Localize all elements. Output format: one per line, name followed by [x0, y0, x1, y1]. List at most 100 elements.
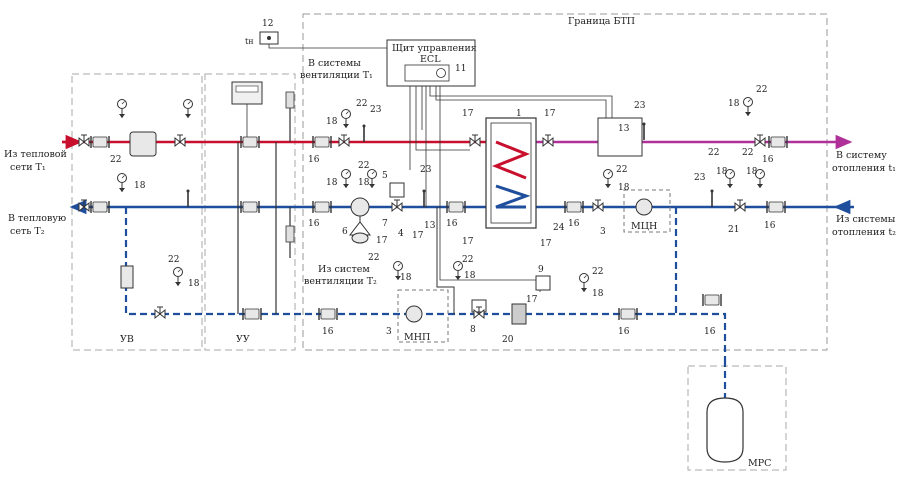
label-3-mcn: 3	[600, 227, 606, 237]
label-18-mcn: 18	[618, 183, 630, 193]
label-17-b: 17	[412, 231, 424, 241]
label-16-d: 16	[568, 219, 580, 229]
label-16-e: 16	[762, 155, 774, 165]
control-panel-label: Щит управления	[392, 43, 477, 54]
flange-bottom-16c	[702, 293, 722, 307]
label-22-g: 22	[462, 255, 473, 265]
label-22-c: 22	[756, 85, 767, 95]
flange-supply-uu	[240, 135, 260, 149]
gauge-18-supply	[341, 109, 351, 129]
label-18-g: 18	[400, 273, 412, 283]
valve-heating-out	[754, 134, 766, 147]
to-network-label-2: сеть T₂	[10, 226, 45, 237]
gauge-bottom	[579, 273, 589, 293]
label-17-g: 17	[526, 295, 538, 305]
mrs-boundary	[687, 365, 787, 471]
label-22-d: 22	[708, 148, 719, 158]
mnp-branch	[436, 207, 455, 314]
valve-17-b	[542, 134, 554, 147]
label-18-h: 18	[464, 271, 476, 281]
label-18-i: 18	[592, 289, 604, 299]
label-24: 24	[553, 223, 565, 233]
gauge-18-return	[341, 169, 351, 189]
thermometer-23-heating	[709, 188, 715, 208]
mcn-box	[623, 189, 671, 233]
label-22-f: 22	[368, 253, 379, 263]
flange-return-16	[312, 200, 332, 214]
label-16-f: 16	[764, 221, 776, 231]
label-18-e: 18	[716, 167, 728, 177]
uu-boundary	[204, 73, 296, 351]
flange-return-16d	[766, 200, 786, 214]
flange-supply-1	[90, 135, 110, 149]
label-22-b: 22	[358, 161, 369, 171]
label-4: 4	[398, 229, 404, 239]
gauge-makeup	[173, 267, 183, 287]
label-17-d: 17	[462, 109, 474, 119]
uv-label: УВ	[120, 334, 134, 345]
ecl-dial-icon	[436, 68, 446, 78]
flange-supply-16	[312, 135, 332, 149]
valve-makeup	[154, 306, 166, 319]
mrs-label: МРС	[748, 458, 771, 469]
pressure-regulator	[350, 197, 370, 217]
flange-return-uu	[240, 200, 260, 214]
control-wire-1	[409, 86, 613, 170]
control-panel-ecl: ECL	[420, 54, 441, 65]
label-22-h: 22	[592, 267, 603, 277]
mud-collector-return	[120, 265, 134, 289]
btp-boundary	[302, 13, 828, 351]
label-22-mcn: 22	[616, 165, 627, 175]
label-22-uv: 22	[110, 155, 121, 165]
sensor-wire	[268, 44, 387, 49]
to-network-label-1: В тепловую	[8, 213, 66, 224]
flange-return-16b	[446, 200, 466, 214]
valve-supply-strainer	[174, 134, 186, 147]
label-23-b: 23	[420, 165, 432, 175]
thermometer-23-right	[641, 121, 647, 141]
label-23-a: 23	[370, 105, 382, 115]
mud-collector-supply	[129, 131, 157, 157]
label-7: 7	[382, 219, 388, 229]
valve-17-a	[469, 134, 481, 147]
outdoor-sensor-label: tн	[245, 37, 254, 46]
mnp-label: МНП	[404, 332, 430, 343]
label-18-f: 18	[746, 167, 758, 177]
valve-supply-18	[338, 134, 350, 147]
gauge-uv-return	[117, 173, 127, 193]
ecl-controller	[404, 64, 450, 82]
device-9	[535, 275, 551, 291]
label-16-g: 16	[322, 327, 334, 337]
uu-label: УУ	[236, 334, 250, 345]
control-valve	[391, 199, 403, 212]
label-12: 12	[262, 19, 273, 29]
exchanger-coil-hot	[491, 140, 531, 180]
flange-heating-out	[768, 135, 788, 149]
label-17-f: 17	[540, 239, 552, 249]
gauge-mcn	[603, 169, 613, 189]
from-network-label-2: сети T₁	[10, 162, 46, 173]
label-22-e: 22	[742, 148, 753, 158]
label-17-e: 17	[544, 109, 556, 119]
gauge-heating-out	[743, 97, 753, 117]
heat-meter	[231, 81, 263, 105]
label-22-a: 22	[356, 99, 367, 109]
to-vent-label-1: В системы	[308, 58, 361, 69]
label-18-uv: 18	[134, 181, 146, 191]
btp-boundary-label: Граница БТП	[568, 16, 635, 27]
label-18-a: 18	[326, 117, 338, 127]
flange-bottom-uu	[242, 307, 262, 321]
label-22-uv2: 22	[168, 255, 179, 265]
valve-return-out	[78, 199, 90, 212]
label-16-h: 16	[618, 327, 630, 337]
label-17-c: 17	[462, 237, 474, 247]
valve-21	[734, 199, 746, 212]
label-18-uv2: 18	[188, 279, 200, 289]
from-vent-label-2: вентиляции T₂	[304, 276, 377, 287]
label-11: 11	[455, 64, 466, 74]
to-vent-label-2: вентиляции T₁	[300, 70, 373, 81]
label-21: 21	[728, 225, 739, 235]
label-17-a: 17	[376, 236, 388, 246]
from-heating-label-2: отопления t₂	[832, 227, 896, 238]
